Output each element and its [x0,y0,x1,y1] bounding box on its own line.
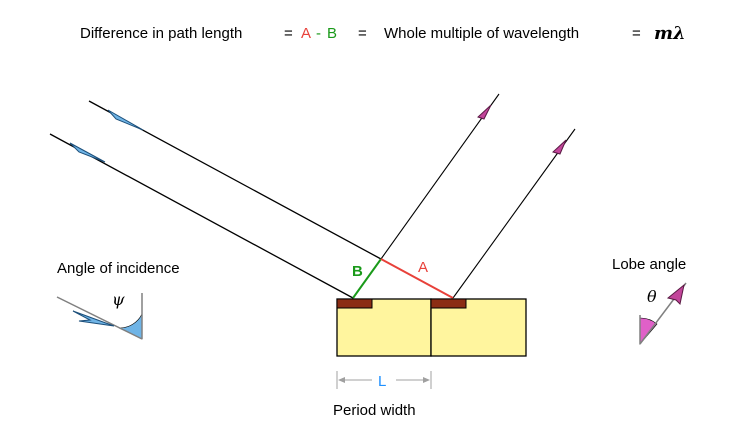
angle-of-incidence-label: Angle of incidence [57,260,180,277]
incident-arrowhead-lower [69,142,106,163]
header-formula: mλ [654,23,686,44]
psi-arrowhead [72,310,115,327]
header-middle: Whole multiple of wavelength [384,25,579,42]
period-width-label: Period width [333,402,416,419]
header-equals-3: = [632,25,641,42]
grating-cap-left [336,298,373,309]
psi-symbol: ψ [112,290,125,309]
theta-symbol: θ [647,287,657,306]
dimension-arrow-right [423,377,430,383]
segment-b-label: B [352,263,363,280]
reflected-arrowhead-right [552,139,567,155]
lobe-angle-label: Lobe angle [612,256,686,273]
segment-a-label: A [418,259,428,276]
psi-wedge [118,313,143,340]
header-equals-1: = [284,25,293,42]
reflected-ray-right [452,128,576,299]
grating-cap-right [430,298,467,309]
psi-ray-line [56,296,143,340]
header-equals-2: = [358,25,367,42]
incident-arrowhead-upper [107,109,144,131]
segment-b-line [352,258,382,299]
segment-a-line [380,258,454,299]
grating-block-right [430,298,527,357]
header-b: B [327,25,337,42]
header-dash: - [316,25,321,42]
dimension-arrow-left [338,377,345,383]
theta-arrowhead [666,283,685,306]
length-l-label: L [378,373,386,390]
incident-ray-lower [49,133,354,299]
header-prefix: Difference in path length [80,25,242,42]
reflected-arrowhead-left [477,104,492,120]
header-a: A [301,25,311,42]
reflected-ray-left [380,93,500,260]
